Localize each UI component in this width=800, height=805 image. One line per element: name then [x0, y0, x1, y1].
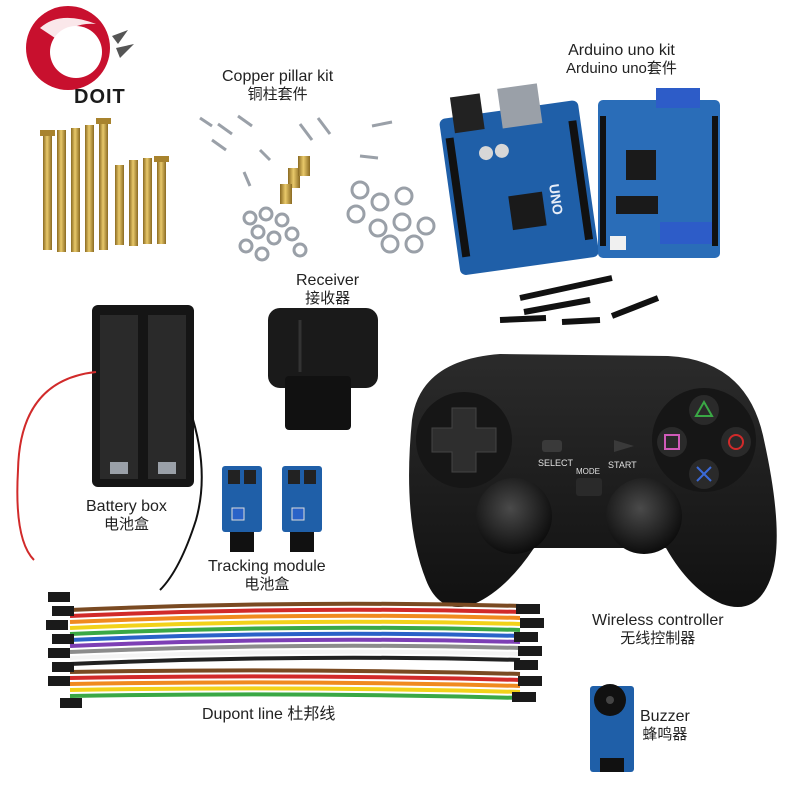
tracking-module-left	[222, 466, 262, 552]
buzzer-module	[590, 684, 634, 772]
brass-spacers	[280, 156, 310, 204]
tracking-label: Tracking module 电池盒	[208, 558, 326, 594]
receiver-label: Receiver 接收器	[296, 272, 359, 308]
arduino-label-en: Arduino uno kit	[568, 42, 675, 59]
pin-headers	[499, 275, 660, 325]
wireless-controller: SELECT MODE START	[409, 354, 777, 607]
arduino-label: Arduino uno kit Arduino uno套件	[566, 42, 677, 78]
receiver	[268, 308, 378, 430]
receiver-label-cn: 接收器	[305, 290, 351, 308]
dupont-connectors	[46, 592, 544, 708]
battery-label: Battery box 电池盒	[86, 498, 167, 534]
wireless-label-en: Wireless controller	[592, 612, 724, 629]
dupont-cables	[69, 601, 521, 700]
wireless-label-cn: 无线控制器	[620, 630, 696, 648]
receiver-label-en: Receiver	[296, 272, 360, 289]
copper-pillars	[40, 118, 169, 252]
doit-logo	[26, 6, 134, 90]
battery-label-en: Battery box	[86, 498, 167, 515]
copper-pillar-label-cn: 铜柱套件	[247, 86, 308, 104]
battery-label-cn: 电池盒	[103, 516, 149, 534]
select-label: SELECT	[538, 458, 574, 468]
tracking-label-en: Tracking module	[208, 558, 326, 575]
buzzer-label-cn: 蜂鸣器	[642, 726, 688, 744]
copper-pillar-label: Copper pillar kit 铜柱套件	[222, 68, 333, 104]
battery-box	[16, 305, 203, 591]
start-label: START	[608, 460, 637, 470]
screws-and-washers	[199, 114, 436, 262]
arduino-uno-board: UNO	[439, 83, 599, 275]
mode-label: MODE	[576, 467, 600, 476]
dupont-label: Dupont line 杜邦线	[202, 706, 335, 724]
buzzer-label: Buzzer 蜂鸣器	[640, 708, 690, 744]
motor-shield	[598, 88, 720, 258]
dupont-label-en: Dupont line 杜邦线	[202, 706, 336, 723]
buzzer-label-en: Buzzer	[640, 708, 690, 725]
logo-text: DOIT	[74, 86, 126, 108]
tracking-module-right	[282, 466, 322, 552]
copper-pillar-label-en: Copper pillar kit	[222, 68, 334, 85]
arduino-label-cn: Arduino uno套件	[566, 60, 677, 78]
uno-print: UNO	[546, 183, 566, 216]
tracking-label-cn: 电池盒	[244, 576, 290, 594]
wireless-label: Wireless controller 无线控制器	[592, 612, 724, 648]
